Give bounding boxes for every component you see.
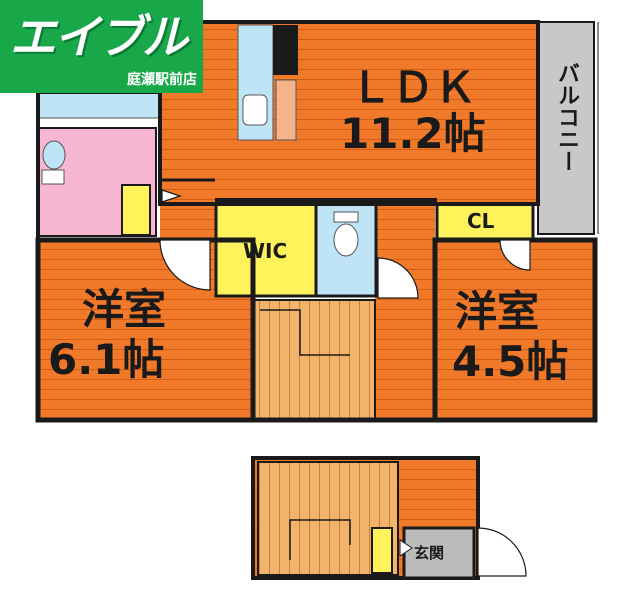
entrance-door [477,527,527,577]
toilet-bowl [333,223,359,257]
brand-logo-mark: エイブル [10,10,188,64]
western-room-2-floor [435,240,595,420]
lower-floor [251,456,527,580]
western-room-1-size-label: 6.1帖 [48,335,165,384]
hall-floor [160,180,215,240]
balcony-label: バルコニー [554,62,579,172]
corridor-floor [375,204,435,419]
stairs-arrow-upper [260,309,350,356]
storage-small [121,184,151,236]
kitchen-sink [242,94,268,126]
ldk-floor [160,22,538,204]
washing-machine [41,169,65,185]
wic-closet [214,202,318,298]
shoe-storage [371,527,393,574]
doors [159,189,531,299]
branch-name: 庭瀬駅前店 [127,72,197,88]
ldk-size-label: 11.2帖 [340,109,486,158]
bath-area [37,91,161,119]
western-room-1-label: 洋室 [82,285,167,334]
ldk-label: ＬＤＫ [350,63,477,112]
washbasin [42,140,66,170]
western-room-2-label: 洋室 [455,287,540,336]
stairs-arrow-lower [289,519,351,560]
stairs-upper [252,299,376,421]
upper-floor [35,20,599,423]
western-room-2-size-label: 4.5帖 [452,337,569,386]
brand-logo: エイブル 庭瀬駅前店 [0,0,203,93]
fridge-space [273,25,298,75]
kitchen-cabinet [275,79,297,141]
balcony-area [537,21,595,235]
entrance-label: 玄関 [414,544,445,562]
closet-label: CL [467,209,495,233]
wic-label: WIC [243,239,288,263]
toilet-tank [333,211,359,223]
